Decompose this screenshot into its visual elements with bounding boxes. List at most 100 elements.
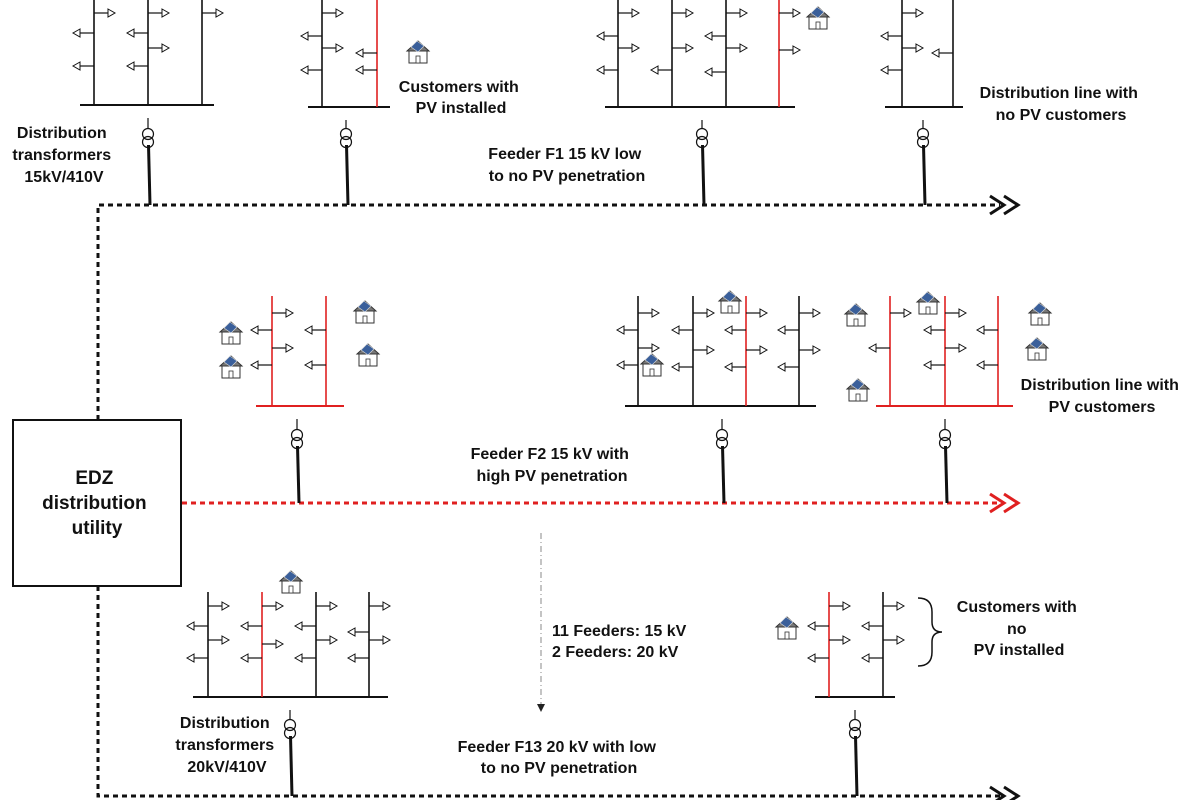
arrowhead-icon	[806, 653, 816, 663]
pv-house-icon	[843, 303, 869, 327]
arrowhead-icon	[185, 653, 195, 663]
arrowhead-icon	[346, 627, 356, 637]
arrowhead-icon	[335, 43, 345, 53]
arrowhead-icon	[161, 8, 171, 18]
label-feeder-f1: Feeder F1 15 kV low to no PV penetration	[488, 146, 645, 185]
arrowhead-icon	[812, 308, 822, 318]
pv-house-icon	[845, 378, 871, 402]
arrowhead-icon	[382, 635, 392, 645]
arrowhead-icon	[670, 362, 680, 372]
transformer-feeder-link	[147, 144, 152, 206]
low-voltage-networks	[71, 0, 1053, 797]
transformer-icon	[290, 428, 304, 450]
lv-network	[879, 0, 963, 206]
arrowhead-icon	[335, 8, 345, 18]
transformer-feeder-link	[922, 144, 927, 206]
arrowhead-icon	[723, 362, 733, 372]
feeder-lines	[96, 203, 1000, 798]
transformer-icon	[283, 718, 297, 740]
solar-panel-icon	[848, 303, 863, 316]
door-icon	[228, 370, 234, 379]
pv-house-icon	[355, 343, 381, 367]
pv-house-icon	[218, 321, 244, 345]
arrowhead-icon	[759, 345, 769, 355]
solar-panel-icon	[357, 300, 372, 313]
feeder-range-arrowhead	[537, 704, 545, 712]
arrowhead-icon	[703, 67, 713, 77]
door-icon	[288, 585, 294, 594]
arrowhead-icon	[125, 28, 135, 38]
door-icon	[649, 368, 655, 377]
label-customers-with-pv: Customers with PV installed	[399, 79, 523, 117]
pv-house-icon	[639, 353, 665, 377]
transformer-icon	[916, 127, 930, 149]
arrowhead-icon	[299, 31, 309, 41]
arrowhead-icon	[303, 360, 313, 370]
arrowhead-icon	[354, 48, 364, 58]
arrowhead-icon	[285, 308, 295, 318]
arrowhead-icon	[706, 345, 716, 355]
solar-panel-icon	[850, 378, 865, 391]
arrowhead-icon	[651, 308, 661, 318]
pv-house-icon	[218, 355, 244, 379]
lv-network	[185, 592, 392, 797]
arrowhead-icon	[125, 61, 135, 71]
arrowhead-icon	[739, 43, 749, 53]
utility-box	[12, 419, 182, 587]
arrowhead-icon	[595, 31, 605, 41]
arrowhead-icon	[71, 61, 81, 71]
pv-house-icon	[774, 616, 800, 640]
transformer-icon	[938, 428, 952, 450]
label-dist-transformers-20kv: Distribution transformers 20kV/410V	[175, 715, 278, 776]
lv-network	[867, 296, 1013, 504]
feeder-f13-line	[96, 586, 1000, 798]
arrowhead-icon	[649, 65, 659, 75]
transformer-coil-icon	[916, 135, 930, 149]
door-icon	[365, 358, 371, 367]
arrowhead-icon	[922, 325, 932, 335]
arrowhead-icon	[723, 325, 733, 335]
arrowhead-icon	[706, 308, 716, 318]
arrowhead-icon	[595, 65, 605, 75]
transformer-icon	[695, 127, 709, 149]
feeder-f1-arrow	[989, 194, 1021, 216]
transformer-feeder-link	[345, 144, 350, 206]
arrowhead-icon	[685, 8, 695, 18]
solar-panel-icon	[223, 355, 238, 368]
door-icon	[228, 336, 234, 345]
solar-panel-icon	[410, 40, 425, 53]
arrowhead-icon	[670, 325, 680, 335]
arrowhead-icon	[958, 343, 968, 353]
door-icon	[1034, 352, 1040, 361]
transformer-feeder-link	[854, 735, 859, 797]
door-icon	[1037, 317, 1043, 326]
pv-house-icon	[352, 300, 378, 324]
arrowhead-icon	[249, 325, 259, 335]
solar-panel-icon	[1029, 337, 1044, 350]
arrowhead-icon	[299, 65, 309, 75]
pv-house-icon	[805, 6, 831, 30]
arrowhead-icon	[896, 635, 906, 645]
transformer-icon	[848, 718, 862, 740]
door-icon	[362, 315, 368, 324]
label-line-with-pv: Distribution line with PV customers	[1021, 377, 1184, 416]
arrowhead-icon	[615, 360, 625, 370]
transformer-coil-icon	[283, 726, 297, 740]
arrowhead-icon	[303, 325, 313, 335]
arrowhead-icon	[879, 31, 889, 41]
transformer-coil-icon	[848, 726, 862, 740]
lv-network	[71, 0, 225, 206]
solar-panel-icon	[810, 6, 825, 19]
lv-network	[806, 592, 906, 797]
arrowhead-icon	[792, 8, 802, 18]
arrowhead-icon	[329, 635, 339, 645]
arrowhead-icon	[293, 621, 303, 631]
label-feeder-f2: Feeder F2 15 kV with high PV penetration	[471, 446, 634, 485]
transformer-coil-icon	[938, 436, 952, 450]
label-feeder-f13: Feeder F13 20 kV with low to no PV penet…	[458, 739, 661, 777]
arrowhead-icon	[651, 343, 661, 353]
arrowhead-icon	[922, 360, 932, 370]
arrowhead-icon	[275, 639, 285, 649]
transformer-feeder-link	[721, 445, 726, 504]
